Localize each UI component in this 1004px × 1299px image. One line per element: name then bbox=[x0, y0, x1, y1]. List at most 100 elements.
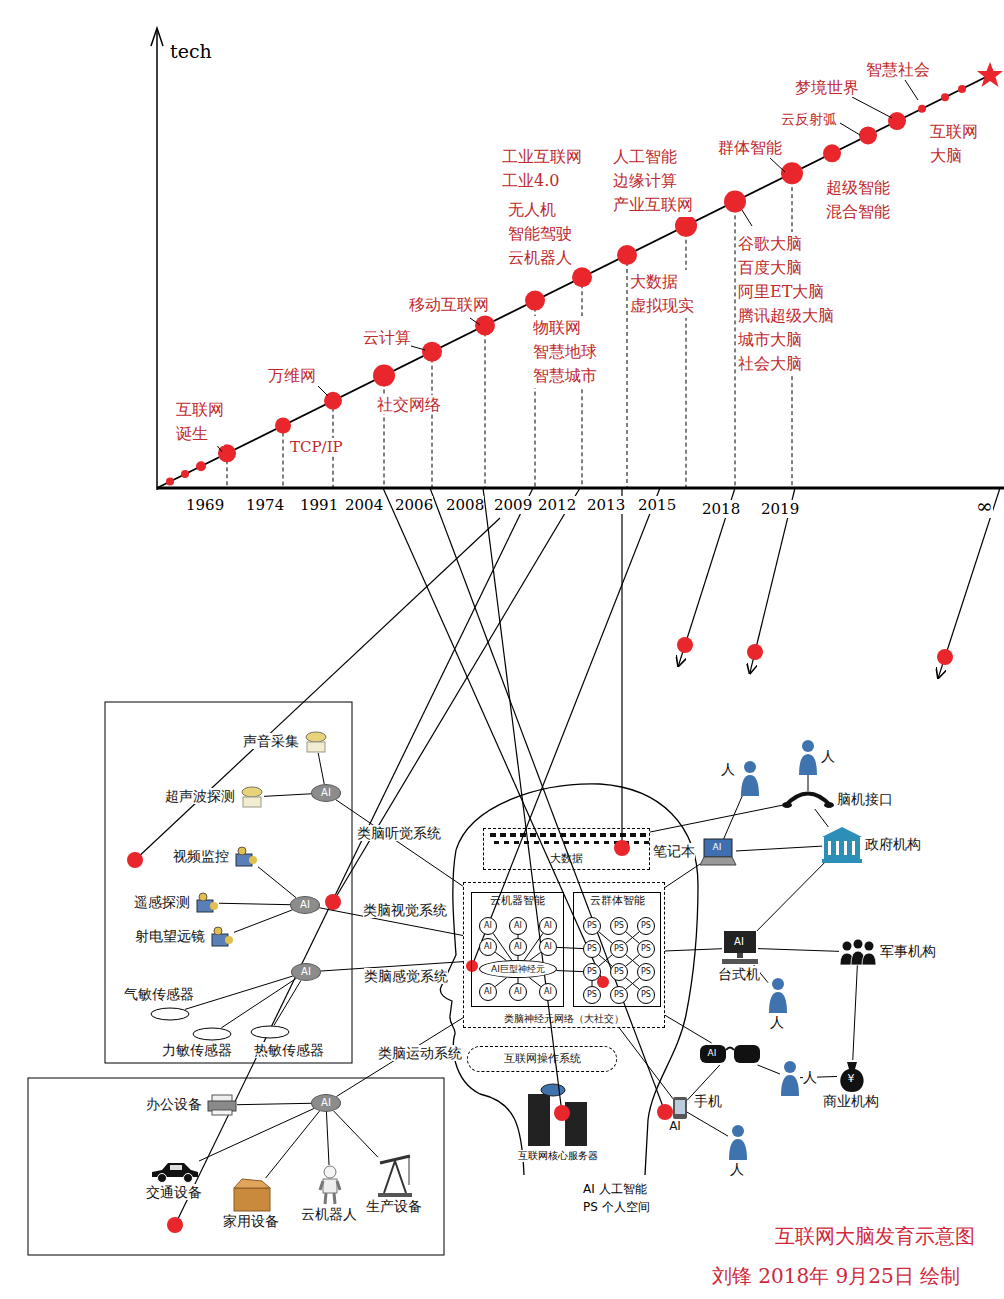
illustration-shape bbox=[785, 794, 831, 807]
milestone-label: 社交网络 bbox=[377, 395, 441, 414]
axis-label: 2018 bbox=[702, 500, 740, 518]
connector bbox=[557, 947, 583, 948]
connector bbox=[650, 805, 782, 832]
label-leader bbox=[840, 123, 860, 135]
device-icon: 脑机接口 bbox=[782, 791, 834, 809]
node-text: ¥ bbox=[848, 1073, 855, 1086]
edge-label: 类脑运动系统 bbox=[378, 1045, 462, 1061]
ai-node: AI bbox=[290, 896, 320, 914]
device-icon: 交通设备 bbox=[150, 1161, 200, 1183]
year-guide bbox=[485, 325, 486, 488]
printer-icon bbox=[207, 1094, 237, 1116]
illustration-shape bbox=[214, 927, 222, 935]
connector bbox=[757, 863, 824, 931]
connector bbox=[221, 979, 296, 1028]
milestone-dot bbox=[475, 315, 495, 335]
device-icon: 手机AI bbox=[673, 1097, 687, 1119]
neuron-circle: AI巨型神经元 bbox=[479, 960, 557, 978]
illustration-shape bbox=[500, 833, 506, 837]
neuron-circle: PS bbox=[610, 986, 628, 1004]
axis-label: 2015 bbox=[638, 496, 676, 514]
illustration-shape bbox=[510, 833, 516, 837]
edge-label: 类脑感觉系统 bbox=[364, 968, 448, 984]
connector bbox=[199, 1108, 314, 1161]
connector bbox=[264, 794, 311, 797]
axis-label: tech bbox=[170, 40, 212, 63]
milestone-dot bbox=[422, 342, 442, 362]
illustration-shape bbox=[945, 488, 1000, 657]
node-text: PS bbox=[587, 990, 597, 999]
node-text: 互联网操作系统 bbox=[504, 1053, 581, 1066]
node-text: AI bbox=[301, 966, 311, 978]
connector bbox=[495, 952, 506, 960]
illustration-shape bbox=[584, 841, 589, 844]
node-text: 家用设备 bbox=[223, 1213, 279, 1229]
illustration-shape bbox=[324, 1166, 336, 1178]
illustration-shape bbox=[854, 940, 863, 949]
illustration-shape bbox=[737, 953, 743, 958]
neuron-circle: PS bbox=[610, 940, 628, 958]
diagram-title: 互联网大脑发育示意图 bbox=[775, 1224, 975, 1248]
server-rack bbox=[528, 1094, 550, 1146]
label-leader bbox=[770, 158, 785, 172]
node-text: 生产设备 bbox=[366, 1198, 422, 1214]
connector bbox=[318, 753, 324, 784]
label-leader bbox=[742, 210, 752, 226]
illustration-shape bbox=[700, 857, 736, 865]
node-text: AI bbox=[669, 1120, 681, 1134]
illustration-shape bbox=[840, 1062, 863, 1092]
person-icon bbox=[740, 760, 760, 796]
phone-icon bbox=[673, 1097, 687, 1119]
neuron-circle: PS bbox=[583, 917, 601, 935]
illustration-shape bbox=[828, 841, 831, 855]
illustration-shape bbox=[494, 841, 499, 844]
illustration-shape bbox=[243, 797, 261, 807]
neuron-circle: AI bbox=[509, 983, 527, 1001]
neuron-circle: AI bbox=[539, 983, 557, 1001]
milestone-label: 物联网 智慧地球 智慧城市 bbox=[533, 316, 597, 388]
illustration-shape bbox=[325, 894, 341, 910]
illustration-shape bbox=[530, 833, 536, 837]
illustration-shape bbox=[514, 841, 519, 844]
milestone-label: 人工智能 边缘计算 产业互联网 bbox=[613, 145, 693, 217]
node-text: AI bbox=[544, 942, 552, 951]
illustration-shape bbox=[212, 1110, 232, 1115]
illustration-shape bbox=[620, 833, 626, 837]
neuron-circle: PS bbox=[610, 963, 628, 981]
illustration-shape bbox=[590, 833, 596, 837]
oval-icon bbox=[150, 1007, 190, 1021]
group-icon bbox=[839, 939, 877, 965]
node-text: AI bbox=[484, 987, 492, 996]
node-text: 力敏传感器 bbox=[162, 1042, 232, 1058]
device-icon: 家用设备 bbox=[232, 1178, 272, 1212]
node-text: AI bbox=[300, 899, 310, 911]
node-text: 人 bbox=[770, 1014, 784, 1030]
node-text: 云机器智能 bbox=[490, 895, 545, 908]
milestone-dot bbox=[373, 364, 395, 386]
device-icon: 人 bbox=[780, 1060, 800, 1096]
node-text: AI bbox=[514, 942, 522, 951]
illustration-shape bbox=[657, 1104, 673, 1120]
illustration-shape bbox=[225, 936, 233, 944]
neuron-circle: PS bbox=[637, 986, 655, 1004]
device-icon: 超声波探测 bbox=[240, 786, 264, 808]
axis-label: 2019 bbox=[761, 500, 799, 518]
illustration-shape bbox=[570, 833, 576, 837]
axis-label: 2004 bbox=[345, 496, 383, 514]
illustration-shape bbox=[472, 488, 660, 966]
illustration-shape bbox=[135, 518, 500, 860]
illustration-shape bbox=[378, 1193, 412, 1197]
connector bbox=[258, 867, 296, 898]
connector bbox=[556, 971, 583, 972]
neuron-circle: AI bbox=[479, 917, 497, 935]
axis-label: 1974 bbox=[246, 496, 284, 514]
node-text: PS bbox=[614, 990, 624, 999]
device-icon: 热敏传感器 bbox=[250, 1025, 290, 1039]
label-leader bbox=[852, 97, 892, 118]
node-text: 台式机 bbox=[718, 966, 760, 982]
illustration-shape bbox=[307, 742, 325, 752]
device-icon: 人 bbox=[798, 739, 818, 775]
device-icon: 力敏传感器 bbox=[192, 1027, 232, 1041]
